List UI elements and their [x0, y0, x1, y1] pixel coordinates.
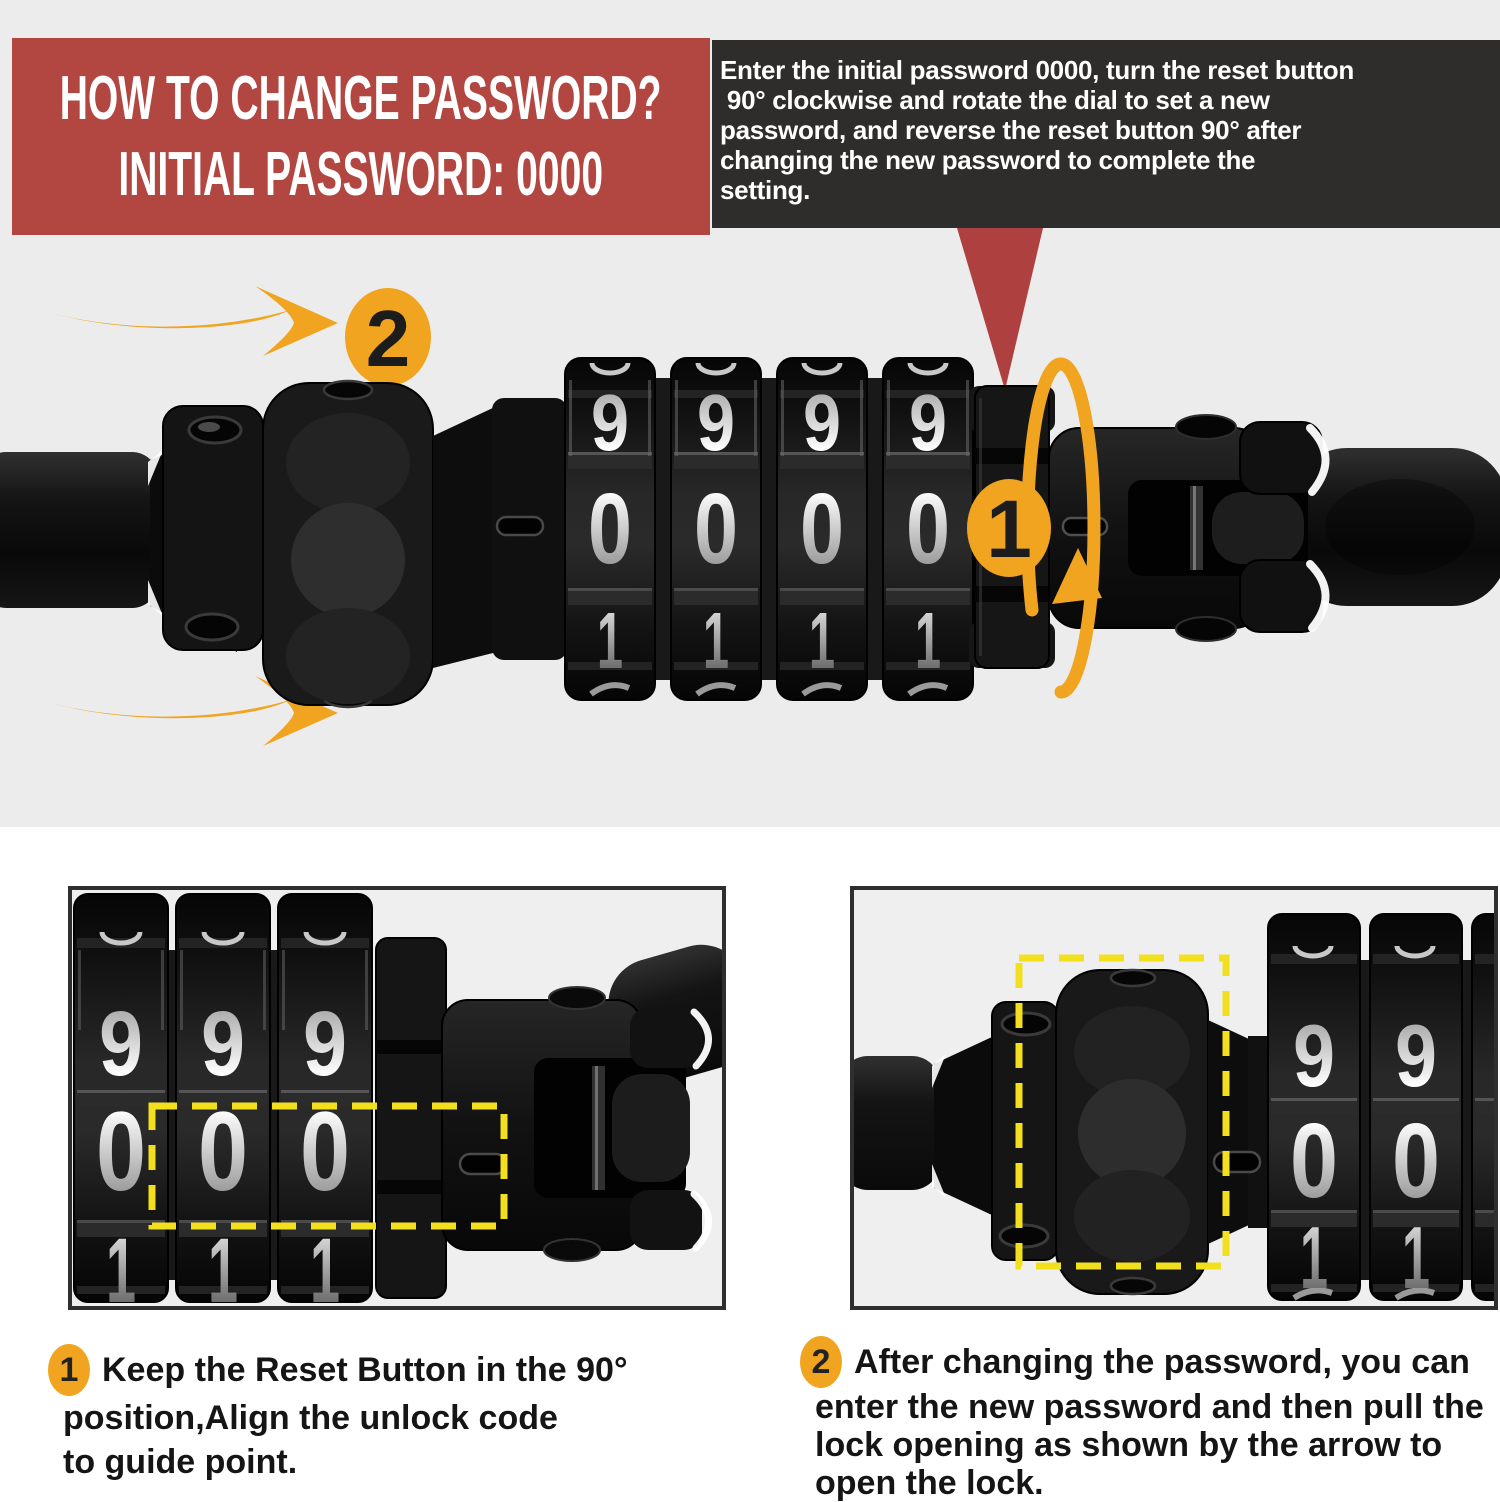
dial-digit: 9: [99, 993, 143, 1095]
dial-digit: 0: [300, 1089, 350, 1214]
instruction-line: Enter the initial password 0000, turn th…: [720, 55, 1354, 85]
step2-arrow-top: [50, 286, 338, 356]
lock-opening: [1128, 421, 1330, 633]
lock-opening: [534, 1008, 712, 1252]
caption-step1-badge: 1: [48, 1344, 90, 1396]
screw-icon: [1175, 616, 1237, 642]
dial-housing: [433, 398, 567, 668]
dial-digit: 0: [1392, 1102, 1440, 1220]
dial-digit: 9: [909, 378, 947, 467]
dial-digits: 9 9 9 0 0 0 1 1 1: [96, 993, 350, 1322]
wheel-separator: [1462, 960, 1472, 1280]
caption-step1: 1 Keep the Reset Button in the 90° posit…: [48, 1344, 748, 1484]
dial-wheel-3: [1472, 914, 1494, 1300]
guide-slot: [458, 1152, 508, 1176]
knob-collar-ring: [991, 1001, 1059, 1261]
knob-collar-ring: [162, 405, 264, 651]
caption-line: to guide point.: [63, 1443, 298, 1481]
dial-digits: 9 9 0 0 1 1: [1290, 1006, 1440, 1307]
left-cable: [840, 1036, 994, 1216]
caption-step2-badge: 2: [800, 1336, 842, 1388]
dial-digits: 9 9 9 9 0 0 0 0 1 1 1 1: [588, 378, 950, 685]
step2-badge-number: 2: [366, 294, 411, 383]
dial-digit: 9: [697, 378, 735, 467]
dial-digit: 1: [703, 596, 729, 685]
right-cable: [1292, 448, 1500, 606]
banner-title-line1: HOW TO CHANGE PASSWORD?: [60, 63, 662, 133]
dial-digit: 9: [303, 993, 347, 1095]
reset-knob: [262, 379, 434, 709]
wheel-separator: [655, 378, 671, 680]
screw-icon: [1109, 1276, 1157, 1296]
caption-line: enter the new password and then pull the: [815, 1388, 1484, 1426]
screw-icon: [322, 379, 374, 401]
caption-line: open the lock.: [815, 1464, 1044, 1502]
step1-badge: 1: [967, 479, 1051, 577]
panel-step1: 9 9 9 0 0 0 1 1 1: [68, 886, 757, 1322]
screw-icon: [184, 612, 240, 642]
caption-line: lock opening as shown by the arrow to: [815, 1426, 1443, 1464]
dial-digit: 9: [591, 378, 629, 467]
instruction-line: 90° clockwise and rotate the dial to set…: [720, 85, 1270, 115]
dial-digit: 9: [201, 993, 245, 1095]
reset-knob: [1055, 968, 1209, 1296]
dial-digit: 0: [906, 473, 950, 585]
screw-icon: [998, 1223, 1050, 1249]
instruction-line: password, and reverse the reset button 9…: [720, 115, 1302, 145]
wheel-separator: [761, 378, 777, 680]
panel-step2-photo: 9 9 0 0 1 1: [840, 890, 1494, 1307]
wheel-separator: [867, 378, 883, 680]
dial-digit: 0: [588, 473, 632, 585]
dial-digit: 0: [1290, 1102, 1338, 1220]
dial-digit: 9: [803, 378, 841, 467]
step1-badge-number: 1: [986, 484, 1032, 575]
step2-badge: 2: [345, 288, 431, 386]
dial-digit: 1: [208, 1220, 238, 1306]
caption-line: position,Align the unlock code: [63, 1399, 558, 1437]
dial-digit: 0: [198, 1089, 248, 1214]
guide-slot: [495, 515, 545, 537]
caption-line: After changing the password, you can: [854, 1343, 1470, 1381]
highlight-dashed-box: [1015, 954, 1230, 1270]
banner-title-line2: INITIAL PASSWORD: 0000: [118, 139, 604, 209]
dial-digit: 9: [1293, 1006, 1335, 1105]
wheel-separator: [1360, 960, 1370, 1280]
dial-digit: 0: [800, 473, 844, 585]
screw-icon: [1109, 968, 1157, 988]
dial-digit: 0: [694, 473, 738, 585]
wheel-separator: [270, 950, 278, 1280]
guide-slot: [1212, 1150, 1262, 1174]
instruction-line: changing the new password to complete th…: [720, 145, 1256, 175]
dial-digit: 9: [1395, 1006, 1437, 1105]
instruction-line: setting.: [720, 175, 811, 205]
panel-step1-photo: 9 9 9 0 0 0 1 1 1: [72, 890, 757, 1322]
dial-digit: 1: [1402, 1208, 1430, 1306]
dial-digit: 1: [310, 1220, 340, 1306]
wheel-separator: [168, 950, 176, 1280]
dial-digit: 1: [915, 596, 941, 685]
screw-icon: [1000, 1011, 1052, 1037]
dial-digit: 1: [809, 596, 835, 685]
pointer-arrow-down: [957, 228, 1043, 390]
highlight-dashed-box: [148, 1102, 508, 1230]
header-red-banner: HOW TO CHANGE PASSWORD? INITIAL PASSWORD…: [12, 38, 710, 235]
screw-icon: [543, 1238, 601, 1262]
lock-photo-main: 2 9 9 9 9 0: [0, 286, 1500, 746]
screw-icon: [1175, 414, 1237, 440]
header-instruction-panel: Enter the initial password 0000, turn th…: [712, 40, 1500, 228]
screw-icon: [548, 986, 606, 1010]
caption-line: Keep the Reset Button in the 90°: [102, 1351, 628, 1389]
dial-digit: 1: [597, 596, 623, 685]
panel-step2: 9 9 0 0 1 1: [840, 886, 1498, 1310]
dial-digit: 1: [1300, 1208, 1328, 1306]
caption-step2: 2 After changing the password, you can e…: [800, 1336, 1500, 1502]
dial-digit: 0: [96, 1089, 146, 1214]
dial-housing: [1208, 1020, 1274, 1244]
reset-collar: [375, 937, 447, 1299]
dial-digit: 1: [106, 1220, 136, 1306]
